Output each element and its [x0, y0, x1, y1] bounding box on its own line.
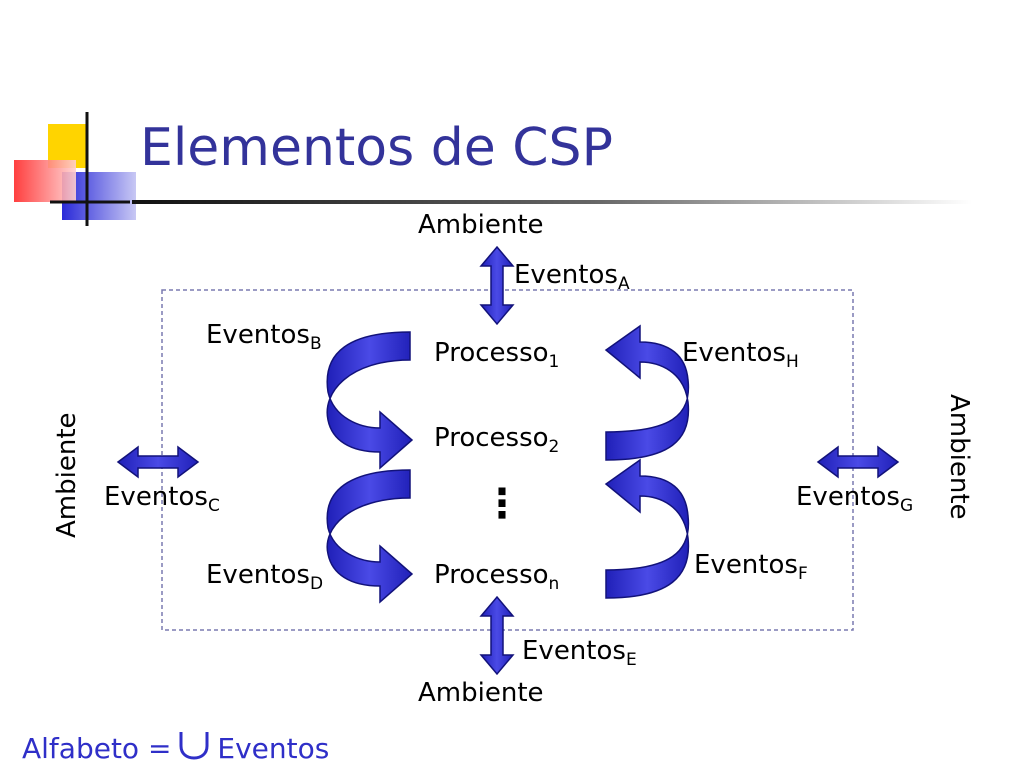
formula-lhs: Alfabeto = — [22, 732, 172, 765]
process-n-subscript: n — [548, 574, 560, 594]
process-1-label: Processo1 — [434, 338, 559, 371]
process-2-label: Processo2 — [434, 423, 559, 456]
union-icon — [179, 732, 209, 760]
event-h-label: EventosH — [682, 338, 799, 371]
event-d-label: EventosD — [206, 560, 323, 593]
curved-arrow-d-icon — [326, 469, 414, 604]
logo-squares-icon — [14, 112, 136, 226]
event-a-name: Eventos — [514, 260, 618, 290]
double-arrow-bottom-icon — [479, 595, 515, 676]
env-top-label: Ambiente — [418, 210, 544, 240]
event-e-label: EventosE — [522, 636, 637, 669]
event-b-subscript: B — [309, 334, 322, 354]
double-arrow-right-icon — [816, 445, 900, 479]
event-h-name: Eventos — [682, 338, 786, 368]
double-arrow-top-icon — [479, 245, 515, 326]
event-f-name: Eventos — [694, 550, 798, 580]
curved-arrow-b-icon — [326, 331, 414, 470]
env-bottom-label: Ambiente — [418, 678, 544, 708]
event-d-name: Eventos — [206, 560, 310, 590]
process-1-subscript: 1 — [548, 352, 560, 372]
curved-arrow-f-icon — [604, 458, 690, 599]
event-c-name: Eventos — [104, 482, 208, 512]
event-b-label: EventosB — [206, 320, 322, 353]
event-f-label: EventosF — [694, 550, 808, 583]
double-arrow-left-icon — [116, 445, 200, 479]
event-g-subscript: G — [899, 496, 914, 516]
process-1-name: Processo — [434, 338, 549, 368]
process-n-label: Processon — [434, 560, 559, 593]
event-e-name: Eventos — [522, 636, 626, 666]
event-g-label: EventosG — [796, 482, 913, 515]
page-title: Elementos de CSP — [140, 118, 613, 178]
event-a-subscript: A — [617, 274, 630, 294]
event-g-name: Eventos — [796, 482, 900, 512]
formula-rhs: Eventos — [217, 732, 330, 765]
event-b-name: Eventos — [206, 320, 310, 350]
curved-arrow-h-icon — [604, 324, 690, 461]
event-f-subscript: F — [797, 564, 808, 584]
env-left-label: Ambiente — [52, 412, 82, 538]
event-c-label: EventosC — [104, 482, 220, 515]
env-right-label: Ambiente — [944, 394, 974, 520]
event-h-subscript: H — [785, 352, 799, 372]
title-underline — [132, 200, 972, 204]
alphabet-formula: Alfabeto = Eventos — [22, 730, 329, 763]
event-c-subscript: C — [207, 496, 220, 516]
event-e-subscript: E — [625, 650, 637, 670]
event-a-label: EventosA — [514, 260, 630, 293]
process-n-name: Processo — [434, 560, 549, 590]
process-2-subscript: 2 — [548, 437, 560, 457]
process-2-name: Processo — [434, 423, 549, 453]
process-ellipsis: ⋮ — [482, 481, 522, 527]
event-d-subscript: D — [309, 574, 324, 594]
